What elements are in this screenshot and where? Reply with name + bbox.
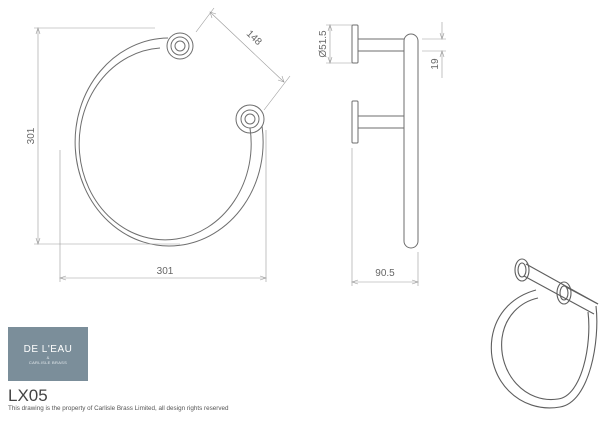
brand-logo: DE L'EAU & CARLISLE BRASS xyxy=(8,327,88,381)
dim-diagonal: 148 xyxy=(244,28,264,48)
perspective-ring-outer xyxy=(490,289,598,409)
dim-projection: 90.5 xyxy=(375,268,395,279)
copyright-notice: This drawing is the property of Carlisle… xyxy=(8,405,229,412)
right-rose xyxy=(235,104,265,134)
ring-outer-edge xyxy=(74,37,264,247)
ring-inner-edge xyxy=(78,47,252,241)
dim-rose-diameter: Ø51.5 xyxy=(318,30,329,58)
side-view xyxy=(351,24,419,249)
dim-offset: 19 xyxy=(430,58,441,70)
brand-subtitle: CARLISLE BRASS xyxy=(28,359,68,365)
side-dimensions xyxy=(326,22,446,286)
dim-ring-width: 301 xyxy=(157,266,174,277)
product-code: LX05 xyxy=(8,386,48,405)
perspective-view xyxy=(490,258,599,409)
front-dimensions xyxy=(34,7,291,282)
ring-profile xyxy=(403,33,419,249)
lower-backplate xyxy=(351,100,359,144)
brand-name: DE L'EAU xyxy=(23,343,73,355)
brand-amp: & xyxy=(46,354,50,360)
upper-rose xyxy=(166,32,194,60)
dim-ring-height: 301 xyxy=(26,127,37,144)
front-view xyxy=(74,32,265,247)
upper-backplate xyxy=(351,24,359,64)
perspective-ring-inner xyxy=(501,297,590,401)
